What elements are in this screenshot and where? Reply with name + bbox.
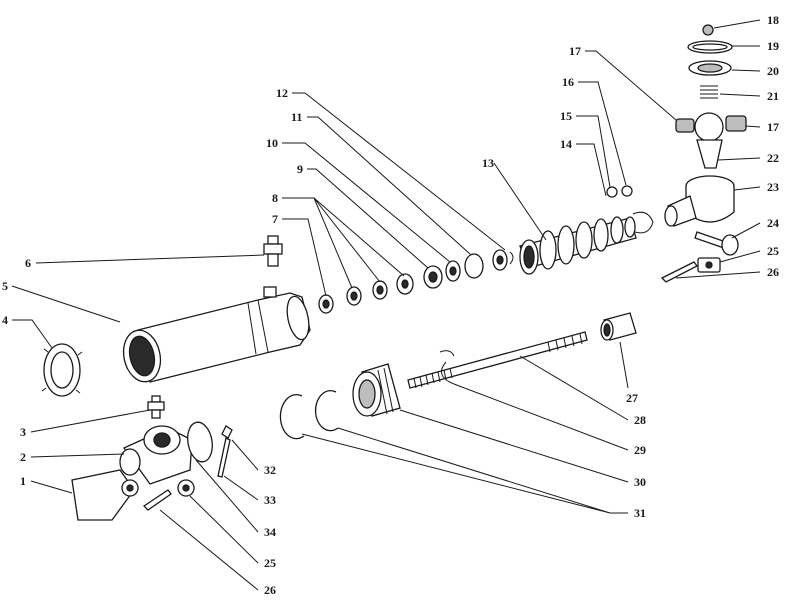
callout-31: 31	[634, 506, 646, 520]
part-24-bolt	[694, 231, 739, 256]
part-29-snap-ring	[439, 350, 455, 385]
callout-28: 28	[634, 413, 646, 427]
part-3-grease-fitting	[147, 395, 165, 419]
part-32-34-lower-parts	[187, 421, 233, 478]
callout-labels: 1 2 3 4 5 6 7 8 9 10 11 12 13 14 15 16 1…	[2, 13, 779, 597]
callout-6: 6	[25, 256, 31, 270]
callout-15: 15	[560, 109, 572, 123]
callout-21: 21	[767, 89, 779, 103]
part-6-grease-fitting	[263, 235, 283, 267]
callout-29: 29	[634, 443, 646, 457]
part-27-bushing	[600, 312, 637, 341]
leader-lines	[11, 19, 761, 591]
callout-16: 16	[562, 75, 574, 89]
callout-30: 30	[634, 475, 646, 489]
callout-18: 18	[767, 13, 779, 27]
part-23-tie-rod-end	[664, 175, 735, 227]
callout-8: 8	[272, 191, 278, 205]
callout-2: 2	[20, 450, 26, 464]
callout-1: 1	[20, 474, 26, 488]
part-25-26-nut-pin-right	[660, 257, 721, 283]
callout-17-upper: 17	[569, 44, 581, 58]
callout-34: 34	[264, 525, 276, 539]
callout-20: 20	[767, 64, 779, 78]
part-25-26-nut-pin-lower	[142, 479, 195, 511]
callout-4: 4	[2, 313, 8, 327]
callout-12: 12	[276, 86, 288, 100]
part-1-2-bracket-lever	[71, 425, 193, 521]
callout-13: 13	[482, 156, 494, 170]
callout-9: 9	[297, 162, 303, 176]
callout-14: 14	[560, 137, 572, 151]
callout-26-right: 26	[767, 265, 779, 279]
callout-7: 7	[272, 212, 278, 226]
part-13-rubber-boot	[519, 216, 637, 275]
callout-17-lower: 17	[767, 120, 779, 134]
callout-27: 27	[626, 391, 638, 405]
callout-25-lower: 25	[264, 556, 276, 570]
callout-3: 3	[20, 425, 26, 439]
callout-10: 10	[266, 136, 278, 150]
part-7-11-washers	[318, 249, 514, 314]
callout-5: 5	[2, 279, 8, 293]
part-28-threaded-rod	[407, 331, 588, 389]
callout-24: 24	[767, 216, 779, 230]
callout-25-right: 25	[767, 244, 779, 258]
callout-11: 11	[291, 110, 302, 124]
callout-33: 33	[264, 493, 276, 507]
part-31-retaining-rings	[279, 389, 339, 440]
callout-19: 19	[767, 39, 779, 53]
part-5-cylinder-tube	[122, 286, 311, 383]
callout-32: 32	[264, 463, 276, 477]
part-30-piston	[352, 363, 401, 417]
part-14-16-clamp	[606, 185, 654, 234]
callout-26-lower: 26	[264, 583, 276, 597]
part-4-lock-nut	[41, 343, 83, 397]
callout-23: 23	[767, 180, 779, 194]
part-17-22-ball-joint	[675, 24, 747, 169]
callout-22: 22	[767, 151, 779, 165]
